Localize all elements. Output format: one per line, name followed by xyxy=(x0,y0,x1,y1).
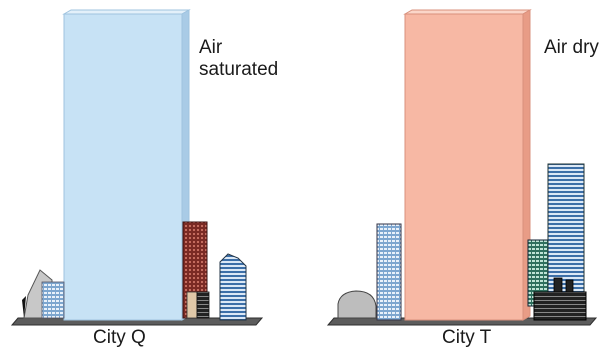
city-q-building-blue-tower xyxy=(219,253,247,321)
city-q-air-column xyxy=(62,9,191,321)
city-q-building-blue xyxy=(41,281,65,319)
city-t-air-label: Air dry xyxy=(544,37,599,58)
city-t-building-dark-base xyxy=(533,277,587,321)
city-t-label: City T xyxy=(442,327,492,348)
city-q-panel xyxy=(10,9,264,326)
city-q-building-brick xyxy=(182,221,210,319)
city-t-panel xyxy=(326,9,598,326)
city-q-air-label: Air saturated xyxy=(199,37,278,81)
city-t-air-column xyxy=(403,9,532,321)
city-t-building-tower-left xyxy=(376,223,402,321)
city-q-air-label-line2: saturated xyxy=(199,59,279,80)
city-q-air-label-line1: Air xyxy=(199,37,223,58)
city-t-building-dome xyxy=(337,290,377,319)
city-t-building-tall-blue xyxy=(547,163,585,293)
city-q-label: City Q xyxy=(93,327,146,348)
